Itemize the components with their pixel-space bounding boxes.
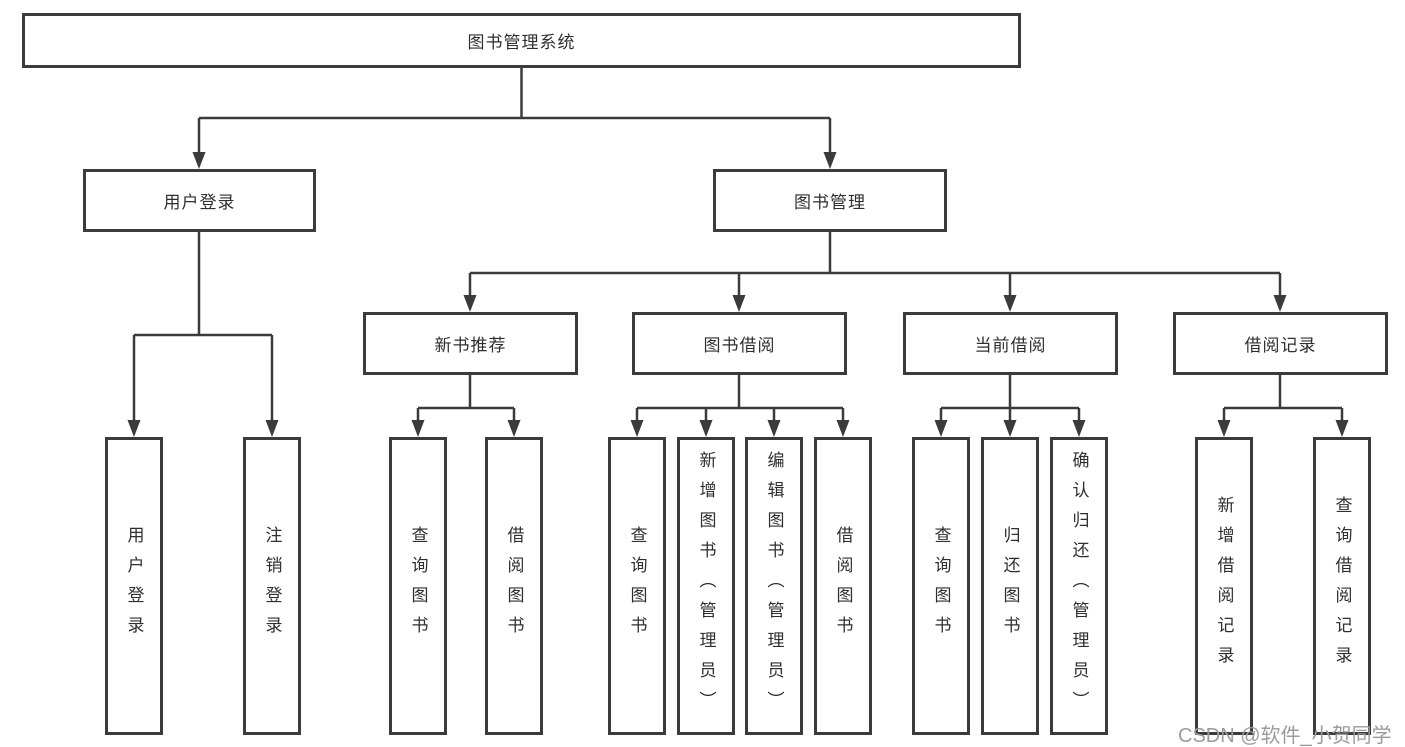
connector-book-mgmt-to-level3 (468, 232, 1282, 297)
leaf-borrow-book-recommend: 借阅图书 (485, 437, 543, 735)
node-new-book-recommend: 新书推荐 (363, 312, 578, 375)
leaf-label: 注销登录 (262, 526, 282, 646)
leaf-label: 确认归还（管理员） (1069, 451, 1089, 721)
node-user-login: 用户登录 (83, 169, 316, 232)
arrowheads (127, 152, 1349, 437)
connector-user-login-group (132, 232, 274, 422)
leaf-label: 归还图书 (1000, 526, 1020, 646)
leaf-confirm-return-admin: 确认归还（管理员） (1050, 437, 1108, 735)
leaf-add-book-admin: 新增图书（管理员） (677, 437, 735, 735)
connector-new-book-group (416, 375, 516, 422)
node-label: 图书借阅 (703, 336, 776, 355)
leaf-label: 借阅图书 (833, 526, 853, 646)
node-system-root: 图书管理系统 (22, 13, 1021, 68)
leaf-borrow-book: 借阅图书 (814, 437, 872, 735)
leaf-label: 查询图书 (408, 526, 428, 646)
leaf-label: 新增图书（管理员） (696, 451, 716, 721)
leaf-query-books-recommend: 查询图书 (389, 437, 447, 735)
connector-current-borrow-group (939, 375, 1081, 422)
node-label: 借阅记录 (1244, 336, 1317, 355)
csdn-watermark: CSDN @软件_小贺同学 (1178, 725, 1392, 747)
node-label: 图书管理系统 (467, 33, 576, 52)
leaf-label: 用户登录 (124, 526, 144, 646)
leaf-add-borrow-record: 新增借阅记录 (1195, 437, 1253, 735)
connector-root-to-level2 (197, 68, 832, 154)
leaf-query-books-borrow: 查询图书 (608, 437, 666, 735)
node-book-management: 图书管理 (713, 169, 947, 232)
connector-book-borrow-group (635, 375, 845, 422)
leaf-query-borrow-record: 查询借阅记录 (1313, 437, 1371, 735)
leaf-label: 借阅图书 (504, 526, 524, 646)
leaf-label: 新增借阅记录 (1214, 496, 1234, 676)
connector-borrow-record-group (1222, 375, 1344, 422)
leaf-edit-book-admin: 编辑图书（管理员） (745, 437, 803, 735)
leaf-label: 查询图书 (931, 526, 951, 646)
leaf-query-books-current: 查询图书 (912, 437, 970, 735)
node-book-borrow: 图书借阅 (632, 312, 847, 375)
leaf-label: 查询借阅记录 (1332, 496, 1352, 676)
node-label: 当前借阅 (974, 336, 1047, 355)
leaf-label: 查询图书 (627, 526, 647, 646)
leaf-label: 编辑图书（管理员） (764, 451, 784, 721)
node-borrow-records: 借阅记录 (1173, 312, 1388, 375)
node-current-borrow: 当前借阅 (903, 312, 1118, 375)
leaf-logout: 注销登录 (243, 437, 301, 735)
node-label: 新书推荐 (434, 336, 507, 355)
leaf-user-login: 用户登录 (105, 437, 163, 735)
node-label: 图书管理 (794, 193, 866, 212)
node-label: 用户登录 (163, 193, 236, 212)
leaf-return-book: 归还图书 (981, 437, 1039, 735)
